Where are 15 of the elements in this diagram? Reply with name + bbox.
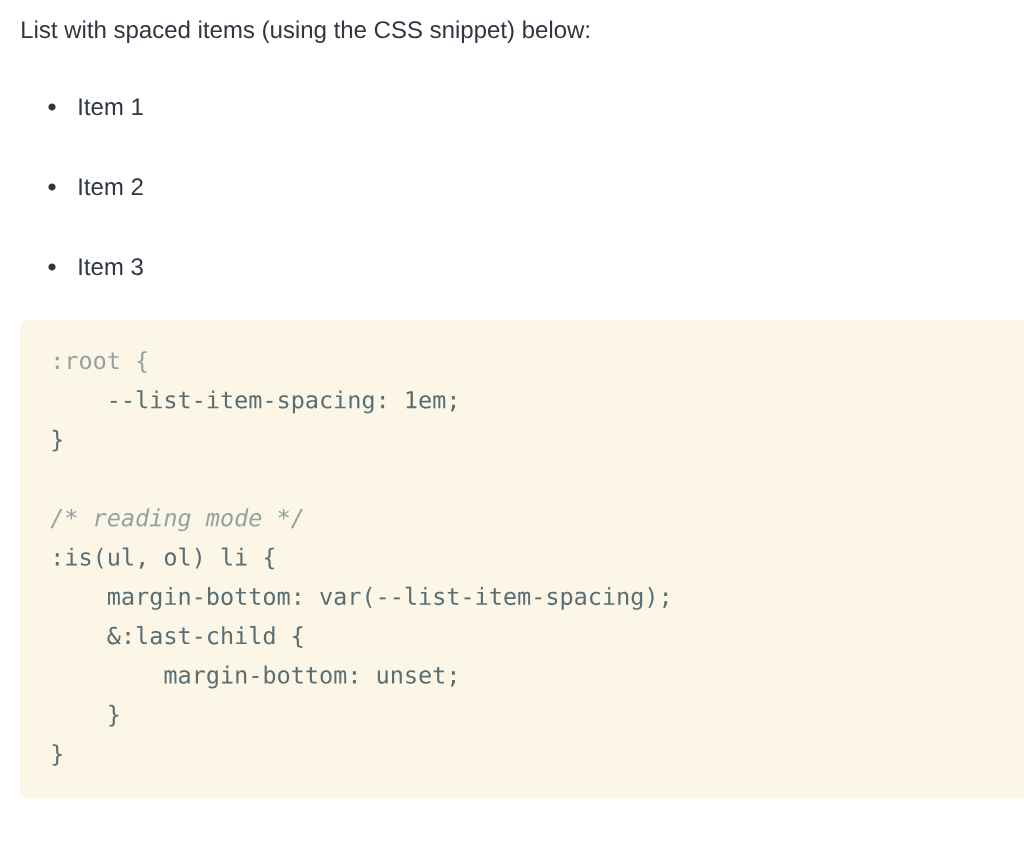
code-block — [20, 320, 1024, 799]
code-line: :is(ul, ol) li { — [55, 547, 274, 570]
bullet-item: Item 2 — [48, 178, 143, 196]
code-line: --list-item-spacing: 1em; — [110, 390, 455, 414]
bullet-item: Item 1 — [48, 98, 143, 116]
code-line: } — [52, 744, 62, 766]
code-line: } — [52, 429, 62, 452]
page-title: List with spaced items (using the CSS snippet) below: — [22, 20, 589, 43]
code-line: margin-bottom: var(--list-item-spacing); — [108, 586, 668, 610]
code-line: /* reading mode */ — [50, 508, 303, 532]
code-line: &:last-child { — [107, 626, 303, 648]
code-line: } — [109, 704, 119, 727]
code-line: margin-bottom: unset; — [164, 665, 455, 689]
bullet-item: Item 3 — [48, 258, 143, 276]
code-line: :root { — [55, 351, 147, 373]
